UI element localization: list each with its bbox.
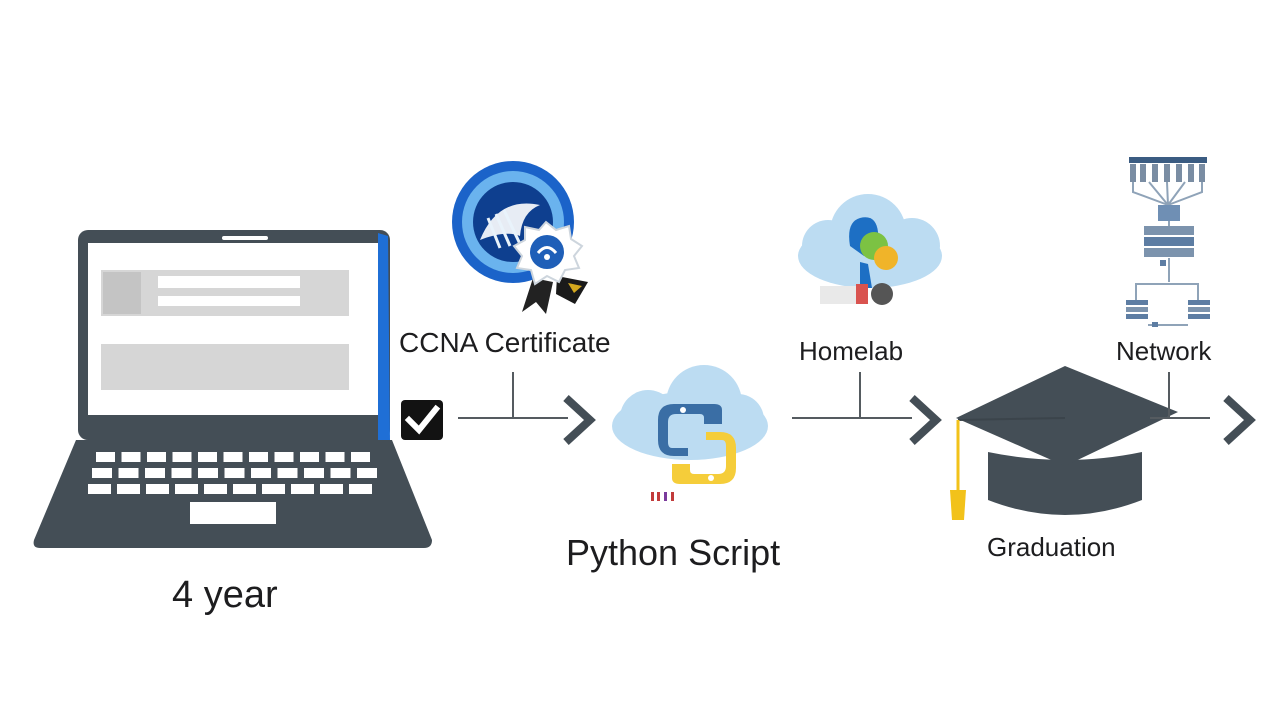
keyboard-key: [325, 452, 345, 462]
keyboard-key: [330, 468, 351, 478]
label-4-year: 4 year: [172, 574, 278, 616]
graduation-cap-icon: [950, 366, 1178, 520]
keyboard-key: [224, 468, 245, 478]
arrow-3-icon: [1223, 395, 1256, 445]
keyboard-key: [117, 484, 140, 494]
keyboard-key: [88, 484, 111, 494]
keyboard-key: [171, 468, 192, 478]
keyboard-key: [251, 468, 271, 478]
keyboard-key: [145, 468, 165, 478]
keyboard-key: [291, 484, 314, 494]
keyboard-key: [223, 452, 243, 462]
keyboard-key: [96, 452, 115, 462]
keyboard-key: [277, 468, 298, 478]
laptop-icon: [33, 230, 432, 548]
label-ccna-certificate: CCNA Certificate: [399, 327, 611, 358]
network-topology-icon: [1126, 157, 1210, 327]
arrow-2-icon: [909, 395, 942, 445]
certificate-badge-icon: [452, 161, 588, 314]
python-cloud-icon: [612, 365, 768, 501]
connector-3: [1150, 372, 1210, 419]
label-graduation: Graduation: [987, 532, 1116, 562]
keyboard-key: [320, 484, 343, 494]
connector-1: [458, 372, 568, 419]
cloud-lab-icon: [798, 194, 942, 305]
keyboard: [88, 452, 377, 494]
keyboard-key: [274, 452, 294, 462]
keyboard-key: [121, 452, 141, 462]
keyboard-key: [118, 468, 139, 478]
keyboard-key: [351, 452, 370, 462]
keyboard-key: [300, 452, 319, 462]
label-network: Network: [1116, 336, 1212, 366]
keyboard-key: [204, 484, 227, 494]
keyboard-key: [198, 468, 218, 478]
checkbox-icon: [401, 400, 443, 440]
keyboard-key: [147, 452, 166, 462]
keyboard-key: [146, 484, 169, 494]
keyboard-key: [357, 468, 377, 478]
keyboard-key: [249, 452, 268, 462]
keyboard-key: [175, 484, 198, 494]
keyboard-key: [304, 468, 324, 478]
connector-2: [792, 372, 912, 419]
arrow-1-icon: [563, 395, 596, 445]
keyboard-key: [233, 484, 256, 494]
keyboard-key: [92, 468, 112, 478]
keyboard-key: [262, 484, 285, 494]
keyboard-key: [349, 484, 372, 494]
keyboard-key: [198, 452, 217, 462]
label-python-script: Python Script: [566, 532, 781, 573]
label-homelab: Homelab: [799, 336, 904, 366]
keyboard-key: [172, 452, 192, 462]
